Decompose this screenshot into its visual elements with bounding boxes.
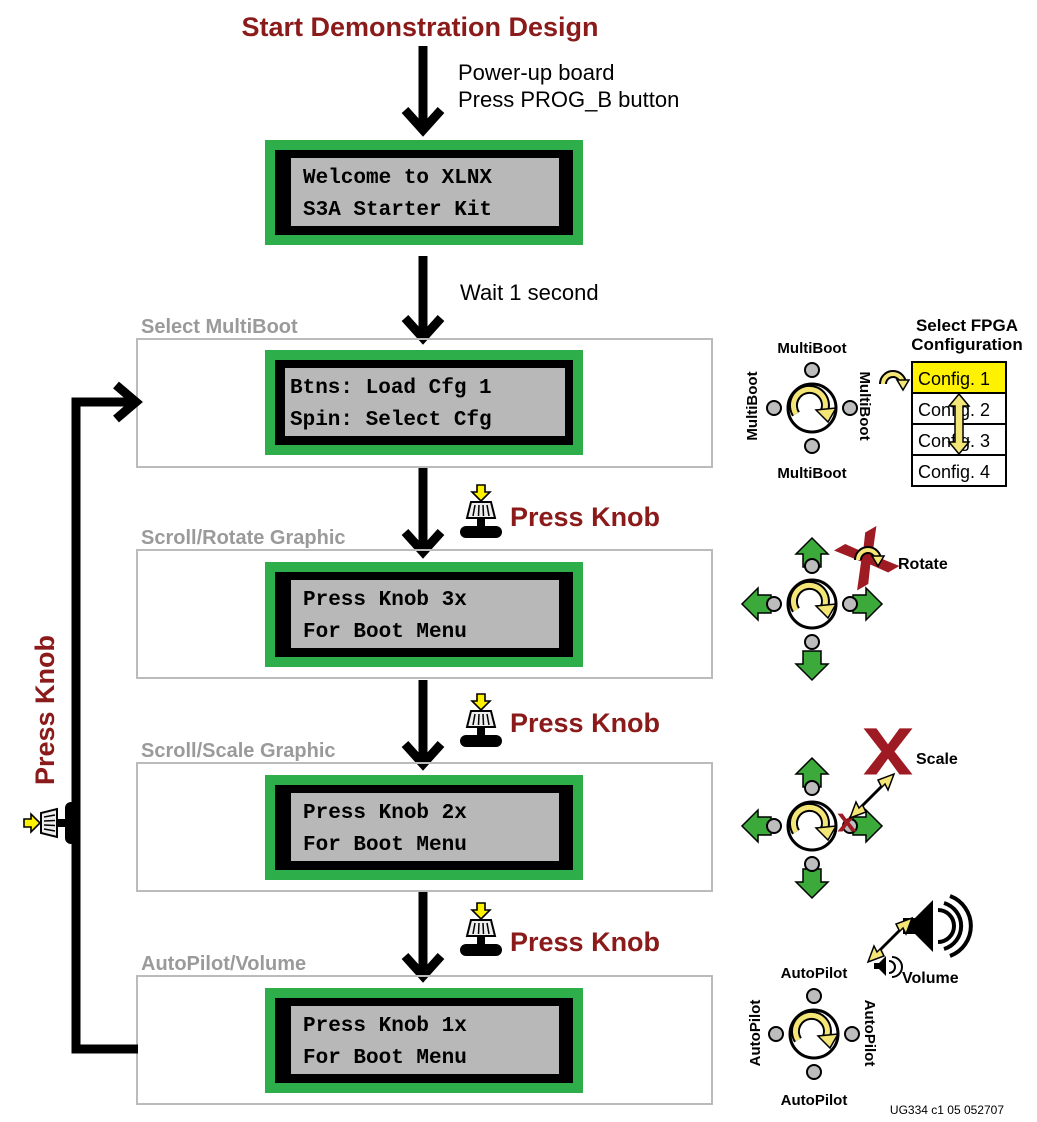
select-fpga-title: Select FPGA: [916, 316, 1018, 335]
lcd-line-1: Btns: Load Cfg 1: [290, 377, 492, 400]
scale-arrow-icon: [848, 772, 896, 820]
section-rotate-title: Scroll/Rotate Graphic: [141, 527, 346, 549]
rotary-knob-icon: [786, 800, 838, 852]
step-power-up: Power-up board: [458, 60, 615, 85]
lcd-line-1: Press Knob 3x: [303, 589, 467, 612]
rotary-knob-icon: [786, 578, 838, 630]
section-volume-title: AutoPilot/Volume: [141, 953, 306, 975]
select-fpga-subtitle: Configuration: [911, 335, 1022, 354]
arrow-down-icon: [795, 650, 829, 681]
knob-press-icon: [459, 693, 503, 748]
config-option-4: [911, 454, 1007, 487]
button-right: [842, 596, 858, 612]
lcd-line-2: For Boot Menu: [303, 1047, 467, 1070]
autopilot-label-bottom: AutoPilot: [781, 1092, 848, 1109]
press-knob-label: Press Knob: [510, 708, 660, 738]
speaker-small-icon: [874, 956, 903, 978]
button-right: [842, 400, 858, 416]
section-volume-box: [136, 975, 713, 1105]
rotate-illustration: Rotate: [741, 526, 948, 681]
rotate-label: Rotate: [898, 556, 948, 573]
lcd-line-1: Welcome to XLNX: [303, 167, 492, 190]
lcd-line-2: For Boot Menu: [303, 621, 467, 644]
loop-back-connector: [71, 381, 143, 1054]
knob-press-icon: [459, 902, 503, 957]
multiboot-label-top: MultiBoot: [777, 340, 846, 357]
button-left: [768, 1026, 784, 1042]
config-option-label: Config. 2: [918, 400, 990, 420]
section-scale-title: Scroll/Scale Graphic: [141, 740, 336, 762]
multiboot-label-right: MultiBoot: [856, 371, 873, 440]
button-left: [766, 596, 782, 612]
lcd-volume: Press Knob 1x For Boot Menu: [265, 988, 583, 1093]
button-top: [804, 558, 820, 574]
config-option-label: Config. 1: [918, 369, 990, 389]
lcd-line-2: S3A Starter Kit: [303, 199, 492, 222]
button-left: [766, 818, 782, 834]
press-knob-step-2: Press Knob: [459, 693, 660, 748]
button-top: [804, 780, 820, 796]
flow-arrow-3: [401, 467, 445, 559]
speaker-large-icon: [903, 894, 973, 958]
config-list: Config. 1 Config. 2 Config. 3 Config. 4: [911, 361, 1007, 487]
button-top: [806, 988, 822, 1004]
autopilot-label-top: AutoPilot: [781, 965, 848, 982]
lcd-scale: Press Knob 2x For Boot Menu: [265, 775, 583, 880]
lcd-multiboot: Btns: Load Cfg 1 Spin: Select Cfg: [265, 350, 583, 455]
multiboot-label-left: MultiBoot: [744, 371, 761, 440]
button-bottom: [804, 634, 820, 650]
step-wait: Wait 1 second: [460, 280, 599, 305]
volume-arrow-icon: [866, 916, 914, 964]
section-multiboot-title: Select MultiBoot: [141, 316, 298, 338]
button-top: [804, 362, 820, 378]
flow-arrow-1: [401, 46, 445, 137]
figure-id: UG334 c1 05 052707: [890, 1103, 1004, 1117]
press-knob-step-3: Press Knob: [459, 902, 660, 957]
button-bottom: [804, 438, 820, 454]
config-rotate-arrow-icon: [879, 370, 911, 392]
autopilot-label-right: AutoPilot: [861, 1000, 878, 1067]
button-bottom: [806, 1064, 822, 1080]
rotary-knob-icon: [786, 382, 838, 434]
multiboot-label-bottom: MultiBoot: [777, 465, 846, 482]
section-rotate-box: [136, 549, 713, 679]
lcd-welcome: Welcome to XLNX S3A Starter Kit: [265, 140, 583, 245]
knob-press-icon: [459, 484, 503, 539]
lcd-line-1: Press Knob 2x: [303, 802, 467, 825]
step-press-prog-b: Press PROG_B button: [458, 87, 679, 112]
button-left: [766, 400, 782, 416]
autopilot-label-left: AutoPilot: [747, 1000, 764, 1067]
multiboot-illustration: Select FPGA Configuration MultiBoot Mult…: [744, 316, 1023, 487]
flow-arrow-2: [401, 256, 445, 345]
press-knob-label: Press Knob: [510, 502, 660, 532]
xilinx-logo-large-icon: [863, 728, 913, 775]
up-down-arrow-icon: [947, 392, 971, 456]
press-knob-vertical-label: Press Knob: [30, 635, 60, 785]
lcd-rotate: Press Knob 3x For Boot Menu: [265, 562, 583, 667]
lcd-line-2: Spin: Select Cfg: [290, 409, 492, 432]
xilinx-logo-icon: [833, 526, 900, 591]
volume-illustration: Volume AutoPilot AutoPilot AutoPilot Aut…: [747, 894, 973, 1109]
volume-label: Volume: [902, 970, 959, 987]
press-knob-step-1: Press Knob: [459, 484, 660, 539]
scale-label: Scale: [916, 751, 958, 768]
button-right: [844, 1026, 860, 1042]
knob-press-side-icon: [23, 801, 78, 845]
rotary-knob-icon: [788, 1008, 840, 1060]
lcd-line-2: For Boot Menu: [303, 834, 467, 857]
config-option-label: Config. 4: [918, 462, 990, 482]
scale-illustration: Scale: [741, 728, 958, 899]
rotate-arrow-icon: [854, 546, 886, 568]
section-scale-box: [136, 762, 713, 892]
config-option-1: [911, 361, 1007, 394]
flow-arrow-4: [401, 680, 445, 771]
arrow-down-icon: [795, 868, 829, 899]
flow-arrow-5: [401, 892, 445, 983]
title: Start Demonstration Design: [241, 12, 598, 42]
button-bottom: [804, 856, 820, 872]
lcd-line-1: Press Knob 1x: [303, 1015, 467, 1038]
press-knob-label: Press Knob: [510, 927, 660, 957]
config-option-label: Config. 3: [918, 431, 990, 451]
